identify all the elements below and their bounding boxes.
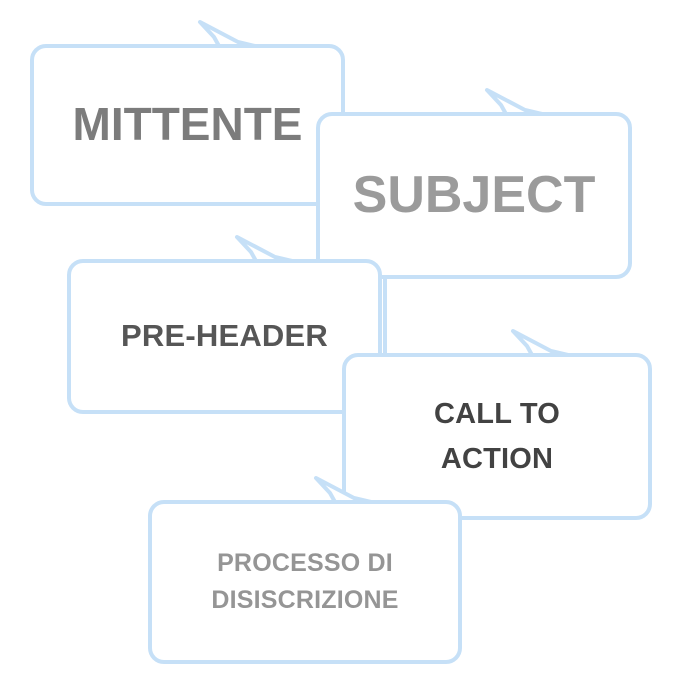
- callout-shape-pre-header[interactable]: [67, 235, 382, 414]
- callout-shape-subject[interactable]: [316, 88, 632, 279]
- callout-shape-mittente[interactable]: [30, 20, 345, 206]
- callout-shape-call-to-action[interactable]: [342, 329, 652, 520]
- callout-shape-processo-di-disiscrizione[interactable]: [148, 476, 462, 664]
